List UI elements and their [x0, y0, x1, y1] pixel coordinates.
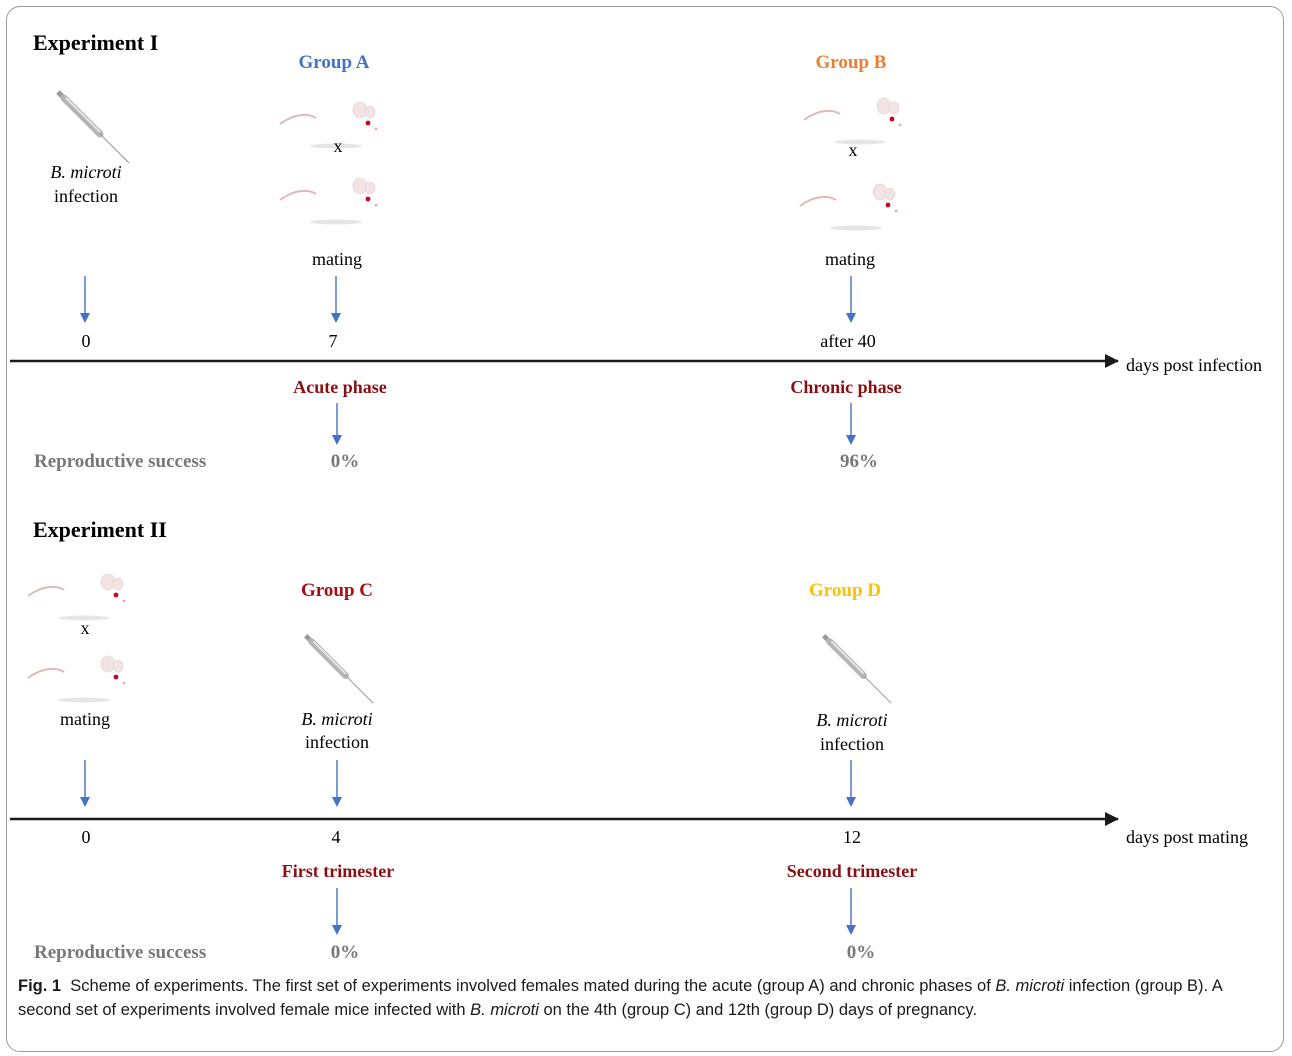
- timeline-2-day-4: 4: [331, 827, 341, 847]
- timeline-1-axis-label: days post infection: [1126, 355, 1262, 375]
- caption-italic-1: B. microti: [995, 977, 1065, 995]
- reproductive-success-label: Reproductive success: [34, 451, 207, 472]
- caption-part-2: infection (group B). A second set of exp…: [18, 977, 1222, 1019]
- group-a-mating: mating: [312, 249, 362, 269]
- timeline-1-day-7: 7: [328, 331, 338, 351]
- first-trimester-label: First trimester: [281, 861, 395, 881]
- group-a-cross: x: [333, 136, 343, 156]
- exp2-mating: mating: [60, 709, 110, 729]
- group-d-infection-species: B. microti: [816, 710, 888, 730]
- group-d-label: Group D: [809, 580, 881, 601]
- timeline-2-day-12: 12: [843, 827, 861, 847]
- group-c-infection-label: infection: [305, 732, 369, 752]
- group-a-label: Group A: [298, 52, 370, 73]
- caption-fig-label: Fig. 1: [18, 977, 62, 995]
- group-b-cross: x: [848, 140, 858, 160]
- caption-italic-2: B. microti: [470, 1001, 539, 1019]
- group-b-mating: mating: [825, 249, 875, 269]
- group-d-success: 0%: [846, 942, 876, 963]
- group-c-infection-species: B. microti: [301, 709, 373, 729]
- timeline-2-day-0: 0: [81, 827, 91, 847]
- timeline-1-day-0: 0: [81, 331, 91, 351]
- reproductive-success-label-2: Reproductive success: [34, 942, 207, 963]
- experiment-1-title: Experiment I: [33, 30, 159, 55]
- acute-phase-label: Acute phase: [293, 377, 387, 397]
- infection-label: infection: [54, 186, 118, 206]
- group-c-label: Group C: [301, 580, 373, 601]
- group-a-success: 0%: [330, 451, 360, 472]
- group-c-success: 0%: [330, 942, 360, 963]
- chronic-phase-label: Chronic phase: [790, 377, 902, 397]
- figure-caption: Fig. 1 Scheme of experiments. The first …: [18, 974, 1274, 1022]
- figure-frame: [6, 6, 1284, 1052]
- second-trimester-label: Second trimester: [786, 861, 918, 881]
- exp2-cross: x: [80, 618, 90, 638]
- experiment-2-title: Experiment II: [33, 517, 167, 542]
- timeline-2-axis-label: days post mating: [1126, 827, 1248, 847]
- caption-part-1: Scheme of experiments. The first set of …: [70, 977, 996, 995]
- group-b-label: Group B: [815, 52, 887, 73]
- caption-part-3: on the 4th (group C) and 12th (group D) …: [538, 1001, 978, 1019]
- group-b-success: 96%: [840, 451, 878, 472]
- group-d-infection-label: infection: [820, 734, 884, 754]
- timeline-1-day-40: after 40: [820, 331, 876, 351]
- infection-species: B. microti: [50, 162, 122, 182]
